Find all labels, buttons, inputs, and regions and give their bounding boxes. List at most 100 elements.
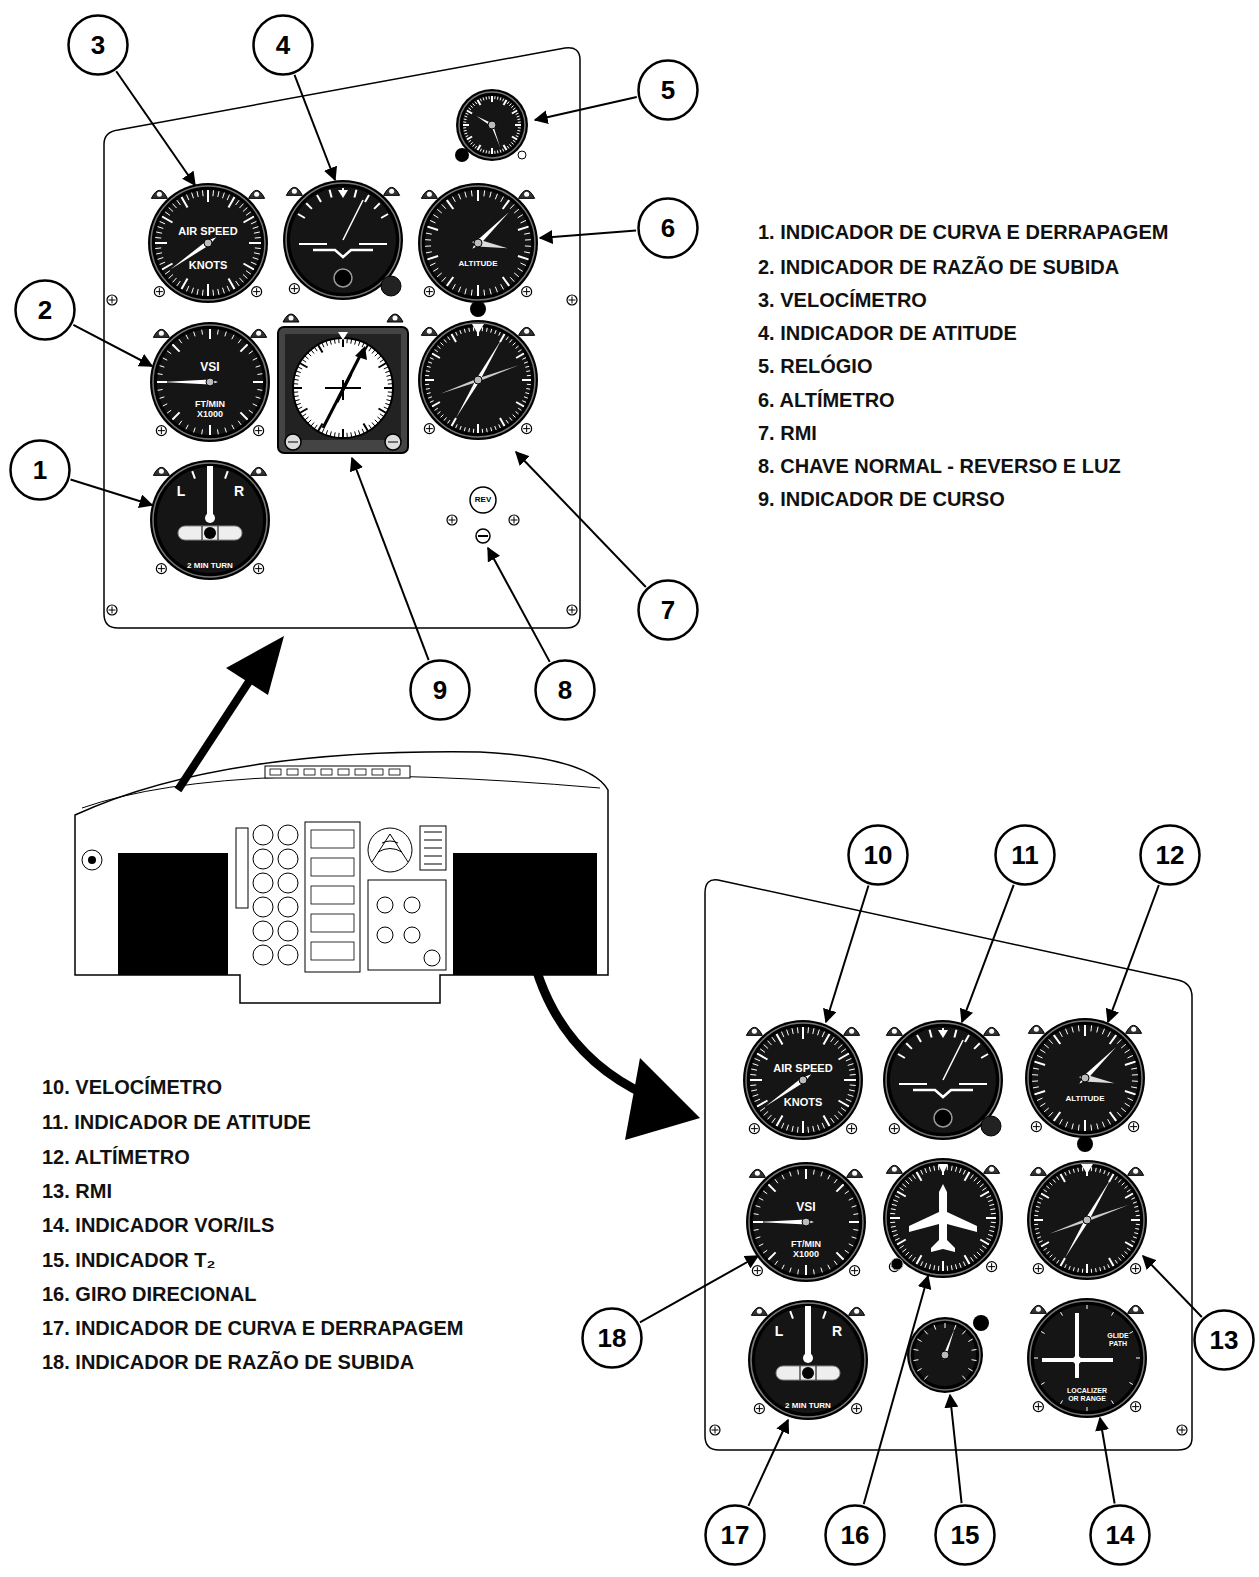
illustration-part	[753, 1095, 759, 1097]
illustration-part	[1117, 1112, 1121, 1116]
illustration-part	[1046, 1186, 1049, 1189]
illustration-part	[338, 433, 339, 438]
illustration-part	[910, 1320, 980, 1390]
illustration-part	[526, 288, 527, 295]
callout-number: 7	[637, 597, 699, 623]
illustration-part	[236, 200, 240, 205]
illustration-part	[388, 442, 398, 443]
illustration-part	[511, 106, 513, 108]
illustration-part	[294, 379, 299, 381]
illustration-part	[513, 140, 515, 142]
illustration-part	[381, 214, 388, 218]
illustration-part	[511, 142, 513, 144]
illustration-part	[202, 190, 204, 196]
illustration-part	[118, 853, 228, 975]
course-instrument	[278, 314, 408, 453]
illustration-part	[495, 194, 497, 200]
illustration-part	[452, 284, 455, 289]
illustration-part	[253, 404, 257, 406]
illustration-part	[1132, 1080, 1138, 1081]
illustration-part	[1097, 1027, 1098, 1033]
illustration-part	[899, 1083, 927, 1085]
illustration-part	[889, 1124, 899, 1134]
illustration-part	[750, 1074, 756, 1076]
illustration-part	[834, 1115, 838, 1119]
illustration-part	[892, 1230, 897, 1231]
illustration-part	[974, 1177, 977, 1181]
illustration-part	[499, 332, 501, 336]
illustration-part	[236, 281, 240, 286]
illustration-part	[430, 263, 435, 266]
illustration-part	[253, 227, 259, 229]
illustration-part	[384, 367, 389, 369]
leader-line	[1108, 885, 1159, 1022]
illustration-part	[404, 927, 420, 943]
illustration-part	[1127, 1190, 1130, 1192]
illustration-part	[524, 192, 529, 197]
illustration-part	[254, 253, 260, 254]
illustration-part	[934, 1109, 952, 1127]
illustration-part	[1102, 1122, 1104, 1128]
illustration-part	[968, 1369, 972, 1372]
illustration-part	[424, 424, 434, 434]
illustration-part	[305, 356, 309, 359]
callout-number: 4	[252, 14, 314, 76]
illustration-part	[797, 1127, 799, 1133]
callout-number: 10	[847, 842, 909, 868]
illustration-part	[254, 232, 260, 233]
illustration-part	[841, 1108, 846, 1112]
illustration-part	[364, 424, 369, 432]
callout-number: 15	[934, 1522, 996, 1548]
illustration-part	[447, 515, 457, 525]
illustration-part	[1050, 1183, 1053, 1186]
illustration-part	[987, 1238, 992, 1240]
illustration-part	[298, 367, 303, 369]
illustration-part	[252, 287, 262, 297]
illustration-part	[473, 144, 475, 146]
illustration-part	[158, 389, 163, 391]
illustration-part	[254, 192, 259, 197]
illustration-part	[153, 467, 169, 475]
legend-item: 15. INDICADOR T₂	[42, 1249, 215, 1271]
illustration-part	[1128, 1098, 1133, 1101]
illustration-part	[850, 1074, 856, 1076]
rmi-instrument	[418, 320, 538, 440]
illustration-part	[991, 1213, 996, 1214]
illustration-part	[1081, 1074, 1089, 1082]
illustration-part	[302, 414, 306, 417]
illustration-part	[478, 100, 481, 105]
callout-number: 9	[409, 659, 471, 721]
illustration-part	[1049, 1205, 1128, 1234]
illustration-part	[1135, 1403, 1136, 1410]
illustration-part	[447, 200, 453, 209]
illustration-part	[1057, 1260, 1059, 1263]
illustration-part	[503, 149, 504, 152]
illustration-part	[516, 402, 524, 407]
illustration-part	[160, 397, 165, 399]
callout-number: 13	[1193, 1309, 1255, 1371]
illustration-part	[429, 288, 430, 295]
illustration-part	[824, 1034, 830, 1044]
illustration-part	[173, 204, 177, 208]
illustration-part	[377, 897, 393, 913]
leader-line	[640, 1256, 758, 1322]
illustration-part	[1108, 1172, 1110, 1176]
illustration-part	[158, 258, 164, 260]
dial-text: R	[832, 1324, 842, 1339]
illustration-part	[179, 339, 182, 343]
illustration-part	[512, 111, 517, 114]
illustration-part	[757, 1054, 767, 1060]
illustration-part	[518, 151, 526, 159]
illustration-part	[749, 1124, 759, 1134]
panel-screw	[567, 605, 577, 615]
illustration-part	[1078, 1025, 1080, 1031]
illustration-part	[428, 362, 432, 363]
illustration-part	[924, 1330, 927, 1334]
illustration-part	[955, 1167, 956, 1172]
illustration-part	[924, 1376, 927, 1380]
illustration-part	[495, 426, 496, 430]
illustration-part	[1034, 1358, 1038, 1359]
illustration-part	[1039, 1241, 1043, 1243]
illustration-part	[897, 1240, 906, 1245]
cockpit-overview	[75, 752, 608, 1003]
